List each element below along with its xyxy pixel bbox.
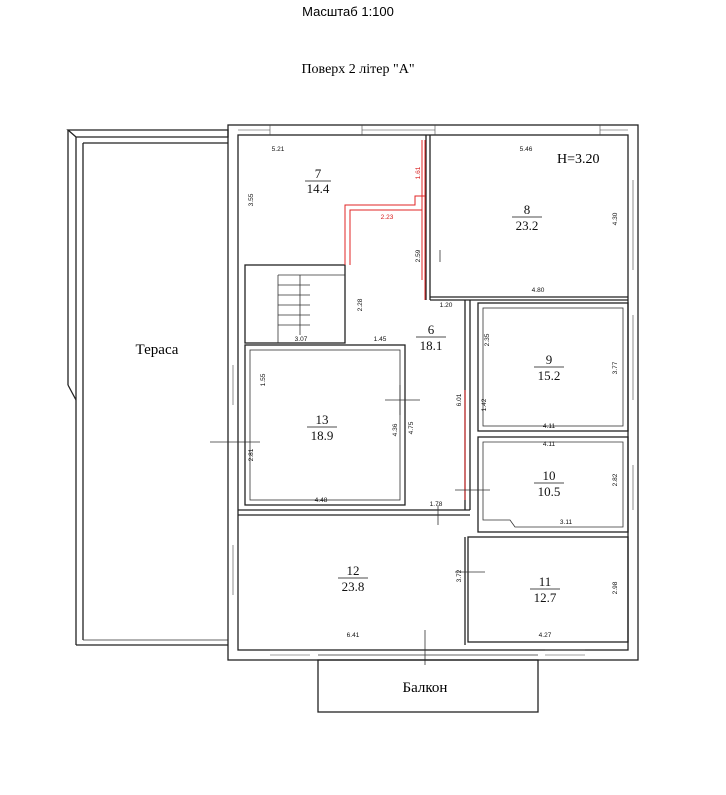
door-marks bbox=[210, 250, 490, 665]
outer-walls bbox=[227, 124, 639, 661]
room-8-number: 8 bbox=[524, 202, 531, 217]
room-10-area: 10.5 bbox=[538, 484, 561, 499]
room-13-area: 18.9 bbox=[311, 428, 334, 443]
terrace-label: Тераса bbox=[136, 342, 179, 358]
dim-3-55: 3.55 bbox=[248, 193, 255, 206]
room-13-label: 13 18.9 bbox=[307, 412, 337, 443]
room-13-number: 13 bbox=[316, 412, 329, 427]
dim-4-36: 4.36 bbox=[392, 423, 399, 436]
dim-4-11a: 4.11 bbox=[543, 423, 556, 430]
dim-6-01: 6.01 bbox=[456, 393, 463, 406]
dim-4-11b: 4.11 bbox=[543, 441, 556, 448]
dim-5-21: 5.21 bbox=[272, 146, 285, 153]
dim-4-75: 4.75 bbox=[408, 421, 415, 434]
scale-label: Масштаб 1:100 bbox=[302, 4, 394, 19]
dim-4-48: 4.48 bbox=[315, 497, 328, 504]
dim-2-98: 2.98 bbox=[612, 581, 619, 594]
room-6-number: 6 bbox=[428, 322, 435, 337]
dim-6-41: 6.41 bbox=[347, 632, 360, 639]
dim-1-20: 1.20 bbox=[440, 302, 453, 309]
dim-4-30: 4.30 bbox=[612, 212, 619, 225]
room-11-area: 12.7 bbox=[534, 590, 557, 605]
room-9-area: 15.2 bbox=[538, 368, 561, 383]
dim-2-35: 2.35 bbox=[484, 333, 491, 346]
dim-4-27: 4.27 bbox=[539, 632, 552, 639]
room-10-number: 10 bbox=[543, 468, 556, 483]
dim-1-42: 1.42 bbox=[481, 398, 488, 411]
dim-1-55: 1.55 bbox=[260, 373, 267, 386]
room-7-area: 14.4 bbox=[307, 181, 330, 196]
room-10-label: 10 10.5 bbox=[534, 468, 564, 499]
red-markings bbox=[344, 140, 466, 500]
dim-2-23: 2.23 bbox=[381, 214, 394, 221]
room-12-number: 12 bbox=[347, 563, 360, 578]
room-12-label: 12 23.8 bbox=[338, 563, 368, 594]
room-9-label: 9 15.2 bbox=[534, 352, 564, 383]
room-11-label: 11 12.7 bbox=[530, 574, 560, 605]
dim-2-81: 2.81 bbox=[248, 448, 255, 461]
room-6-label: 6 18.1 bbox=[416, 322, 446, 353]
terrace-outline bbox=[66, 129, 229, 646]
dim-3-11: 3.11 bbox=[560, 519, 573, 526]
room-11-number: 11 bbox=[539, 574, 552, 589]
room-8-area: 23.2 bbox=[516, 218, 539, 233]
dim-5-46: 5.46 bbox=[520, 146, 533, 153]
dim-3-72: 3.72 bbox=[456, 569, 463, 582]
dim-3-77: 3.77 bbox=[612, 361, 619, 374]
floor-title: Поверх 2 літер "А" bbox=[301, 62, 414, 77]
dim-1-78: 1.78 bbox=[430, 501, 443, 508]
dim-1-45: 1.45 bbox=[374, 336, 387, 343]
room-12-area: 23.8 bbox=[342, 579, 365, 594]
room-6-area: 18.1 bbox=[420, 338, 443, 353]
dim-1-61: 1.61 bbox=[415, 166, 422, 179]
interior-walls bbox=[238, 135, 629, 645]
room-8-label: 8 23.2 bbox=[512, 202, 542, 233]
dim-3-07: 3.07 bbox=[295, 336, 308, 343]
balcony-outline bbox=[317, 654, 539, 713]
balcony-label: Балкон bbox=[403, 680, 448, 696]
height-label: H=3.20 bbox=[557, 152, 600, 167]
room-7-label: 7 14.4 bbox=[305, 166, 331, 196]
dim-2-59: 2.59 bbox=[415, 249, 422, 262]
room-9-number: 9 bbox=[546, 352, 553, 367]
room-7-number: 7 bbox=[315, 166, 322, 181]
dim-4-80: 4.80 bbox=[532, 287, 545, 294]
dim-2-28: 2.28 bbox=[357, 298, 364, 311]
dim-2-82: 2.82 bbox=[612, 473, 619, 486]
